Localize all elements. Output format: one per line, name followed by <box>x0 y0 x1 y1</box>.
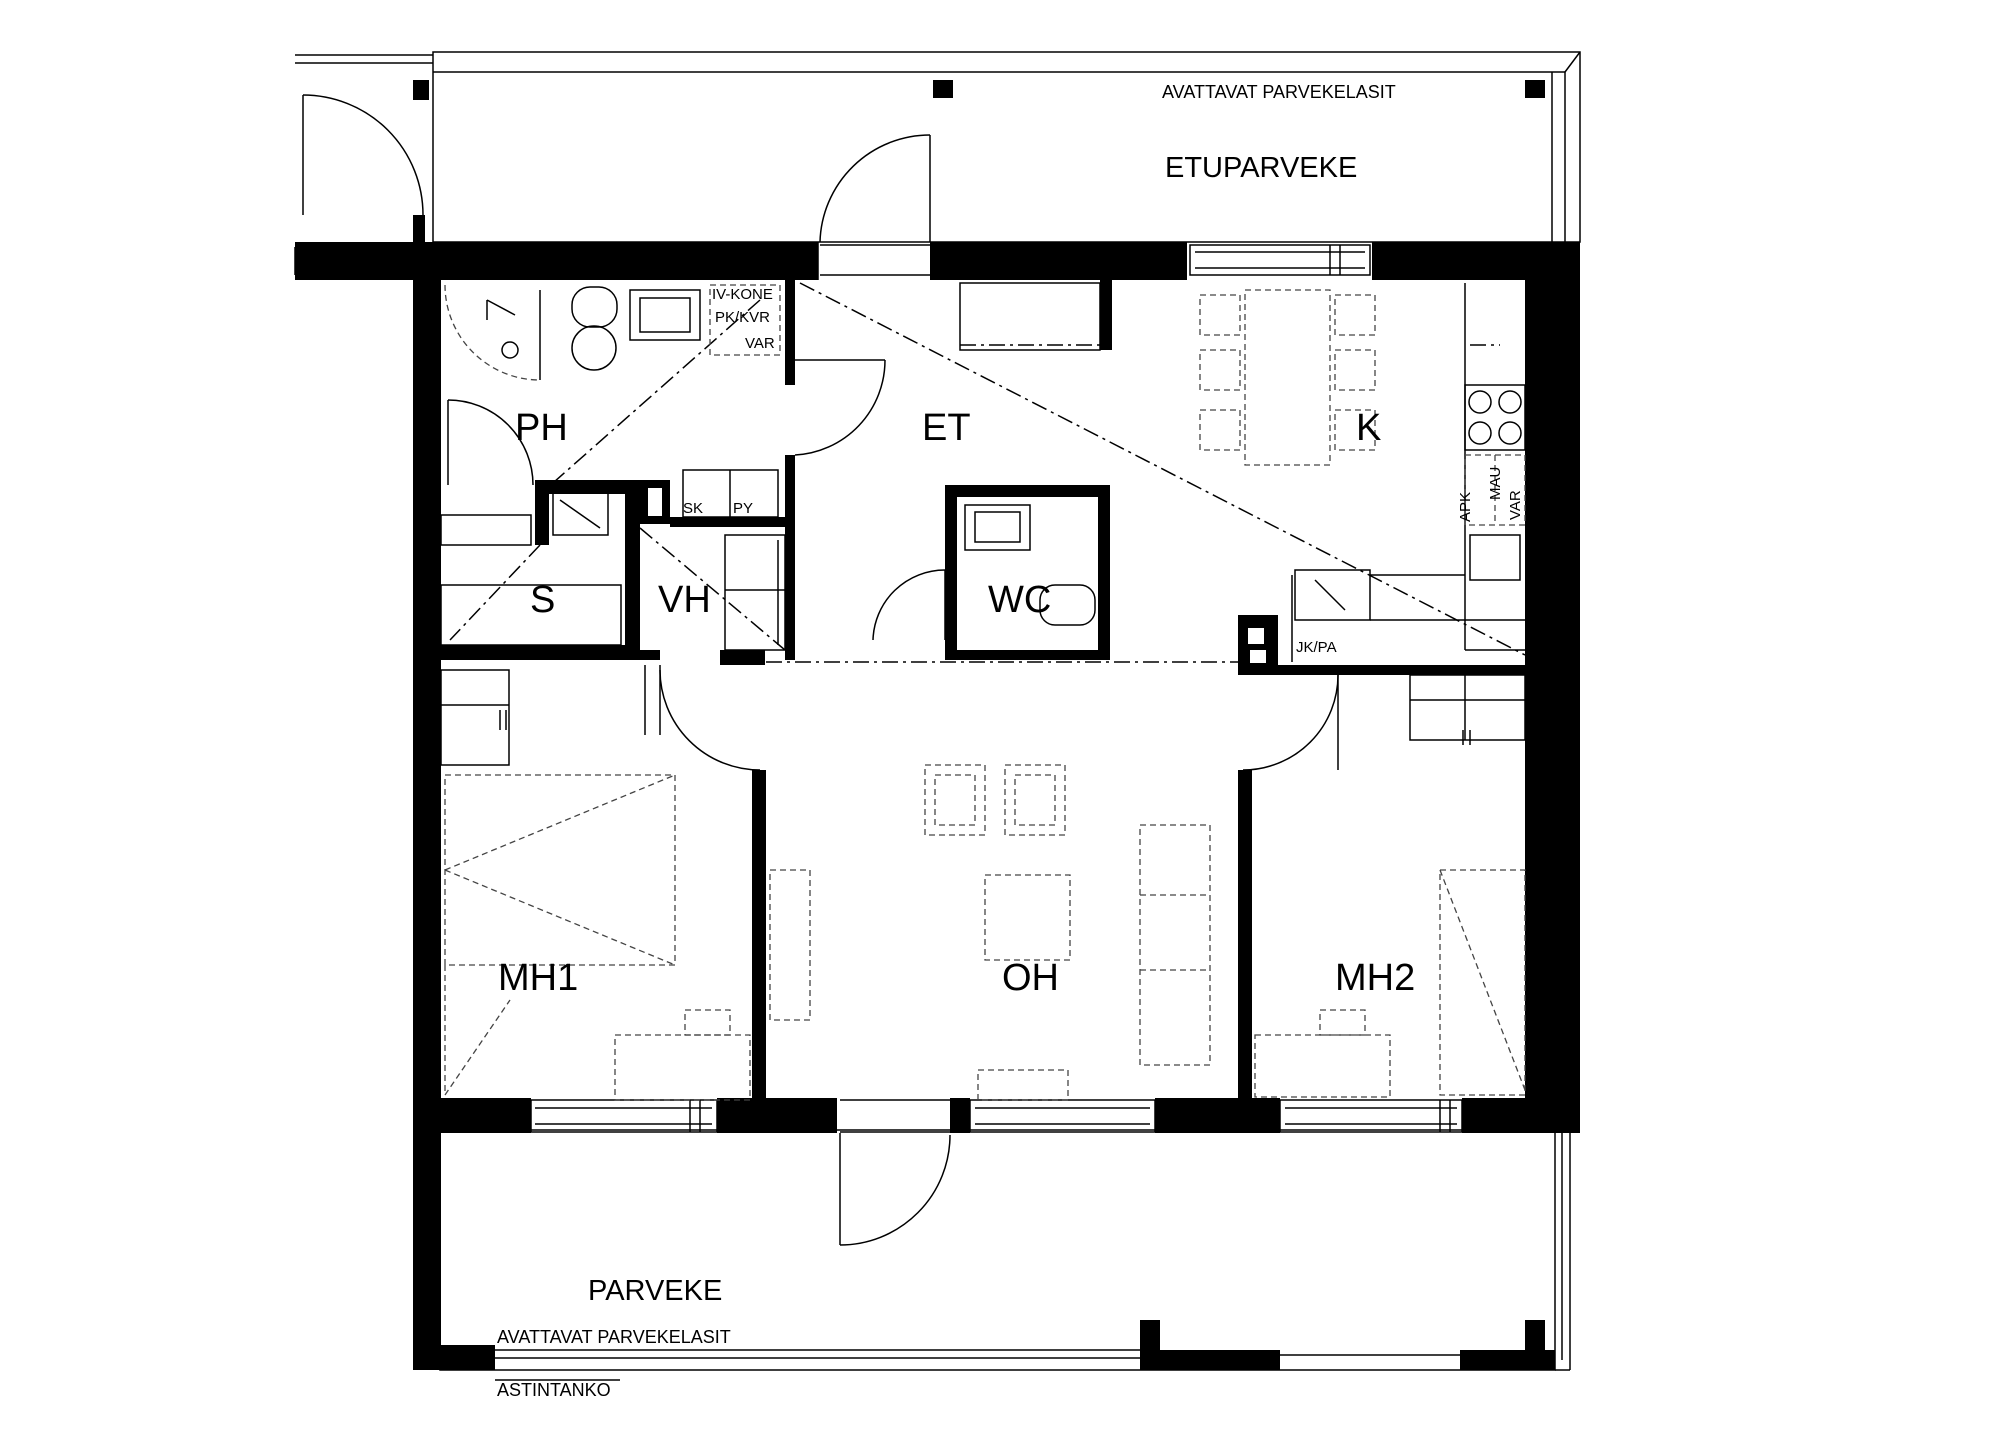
note-step-bar: ASTINTANKO <box>497 1380 611 1400</box>
balcony-labels: ETUPARVEKE PARVEKE <box>588 152 1357 1307</box>
mh2-furniture <box>1254 674 1526 1098</box>
sauna-fixtures <box>440 469 779 646</box>
doors <box>447 134 1339 1246</box>
note-jkpa: JK/PA <box>1296 639 1337 656</box>
room-label-et: ET <box>922 407 971 449</box>
exterior-walls <box>294 242 1580 1370</box>
kitchen-fixtures <box>959 282 1526 662</box>
balcony-label-rear: PARVEKE <box>588 1275 722 1307</box>
note-sk: SK <box>683 500 703 517</box>
mh1-furniture <box>440 669 811 1101</box>
vh-fixtures <box>724 534 786 651</box>
living-furniture <box>924 764 1211 1101</box>
note-var: VAR <box>745 335 775 352</box>
note-glazing-top: AVATTAVAT PARVEKELASIT <box>1162 82 1396 102</box>
front-balcony <box>295 51 1581 245</box>
room-labels: PH ET K S VH WC MH1 OH MH2 <box>498 407 1415 999</box>
balcony-label-front: ETUPARVEKE <box>1165 152 1357 184</box>
room-label-s: S <box>530 579 555 621</box>
room-label-k: K <box>1356 407 1381 449</box>
windows <box>530 244 1463 1133</box>
bathroom-fixtures <box>444 284 781 381</box>
notes: AVATTAVAT PARVEKELASIT AVATTAVAT PARVEKE… <box>497 82 1524 1400</box>
note-pkvar: PK/KVR <box>715 309 770 326</box>
room-label-mh1: MH1 <box>498 957 578 999</box>
note-apk: APK <box>1457 492 1474 522</box>
room-label-vh: VH <box>658 579 711 621</box>
note-iv-kone: IV-KONE <box>712 286 773 303</box>
room-label-oh: OH <box>1002 957 1059 999</box>
room-label-wc: WC <box>988 579 1051 621</box>
note-mau: MAU <box>1487 467 1504 500</box>
room-label-ph: PH <box>515 407 568 449</box>
wc-fixtures <box>964 504 1096 626</box>
note-glazing-bottom: AVATTAVAT PARVEKELASIT <box>497 1327 731 1347</box>
interior-walls <box>441 280 1525 1100</box>
dash-dot-lines <box>449 282 1526 663</box>
note-py: PY <box>733 500 753 517</box>
note-var2: VAR <box>1507 490 1524 520</box>
room-label-mh2: MH2 <box>1335 957 1415 999</box>
